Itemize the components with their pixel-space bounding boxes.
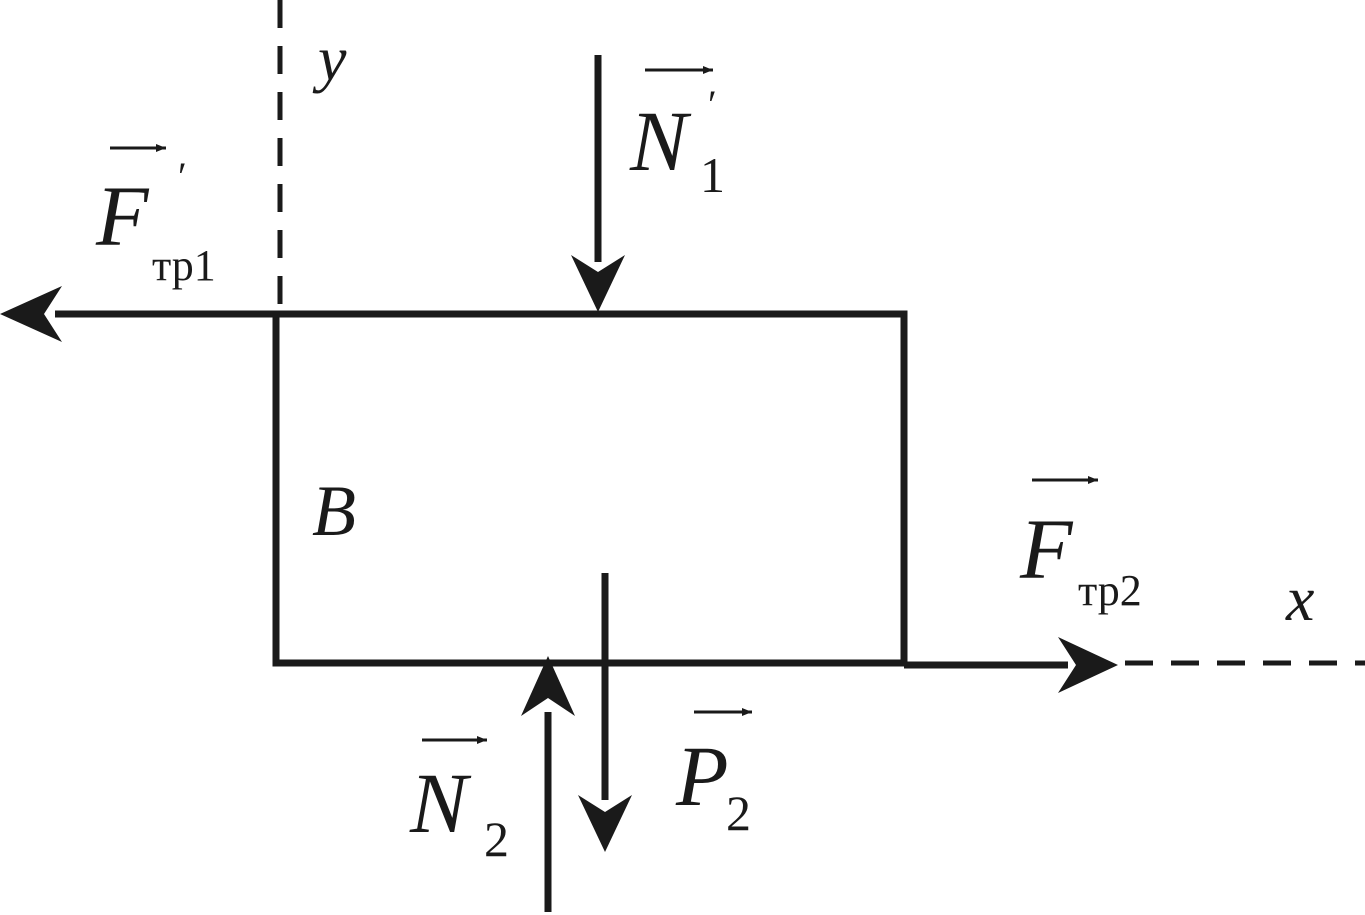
friction-force-1-symbol: F (95, 168, 150, 264)
normal-force-2-label: N 2 (409, 736, 509, 867)
friction-force-1-subscript: тр1 (152, 241, 216, 290)
normal-force-1-label: N ′ 1 (629, 66, 725, 203)
normal-force-1-subscript: 1 (700, 147, 725, 203)
x-axis-label: x (1285, 563, 1314, 634)
friction-force-2-arrow (904, 637, 1118, 693)
weight-force-2-symbol: P (675, 728, 729, 824)
friction-force-1-label: F ′ тр1 (95, 144, 216, 290)
friction-force-2-subscript: тр2 (1078, 566, 1142, 615)
normal-force-1-arrow (571, 55, 625, 312)
normal-force-2-arrow (521, 656, 575, 912)
weight-force-2-arrow (578, 573, 632, 852)
body-rectangle (272, 310, 908, 667)
friction-force-1-arrow (0, 286, 276, 342)
weight-force-2-label: P 2 (675, 708, 752, 841)
normal-force-2-subscript: 2 (484, 811, 509, 867)
friction-force-1-prime: ′ (178, 154, 187, 199)
friction-force-2-label: F тр2 (1019, 476, 1142, 615)
body-label: B (312, 471, 356, 551)
y-axis-label: y (312, 23, 347, 94)
normal-force-1-prime: ′ (708, 82, 717, 127)
weight-force-2-subscript: 2 (726, 785, 751, 841)
normal-force-1-symbol: N (629, 93, 692, 189)
friction-force-2-symbol: F (1019, 501, 1074, 597)
normal-force-2-symbol: N (409, 755, 472, 851)
